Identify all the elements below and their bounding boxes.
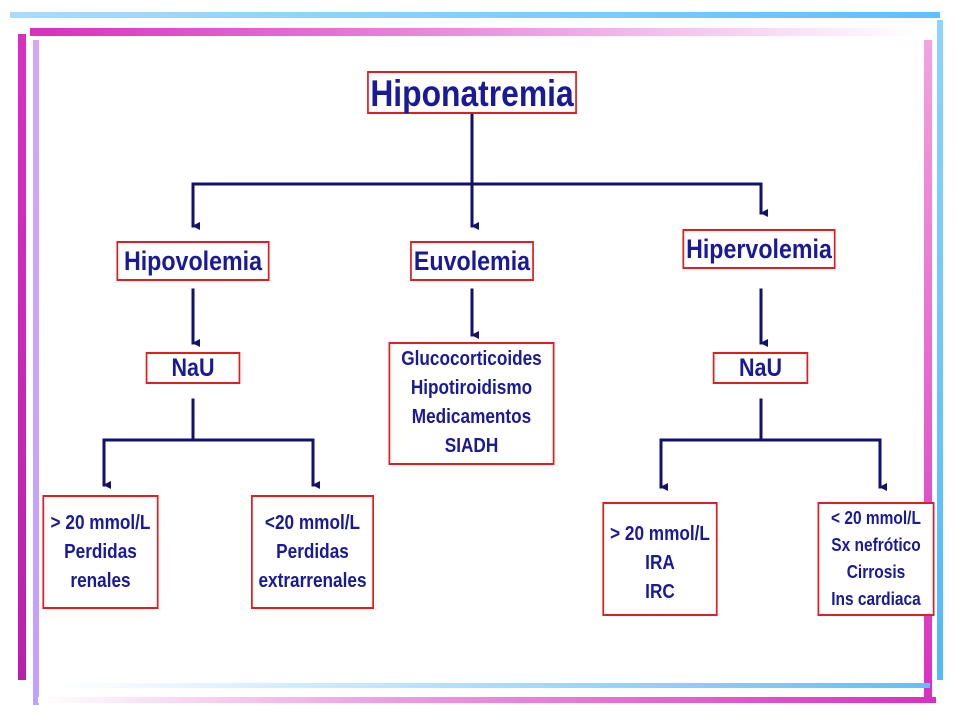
node-hipovolemia-high: > 20 mmol/L Perdidas renales <box>42 495 159 609</box>
cause-item: SIADH <box>444 435 499 457</box>
node-hipovolemia-nau: NaU <box>145 352 241 384</box>
node-hiponatremia-label: Hiponatremia <box>370 73 574 114</box>
frame-top-bar <box>30 28 918 36</box>
frame-top-bar-light <box>10 12 940 18</box>
frame-bottom-bar-light <box>60 683 930 688</box>
outcome-line: < 20 mmol/L <box>831 508 921 528</box>
node-hipovolemia-label: Hipovolemia <box>123 246 263 276</box>
outcome-line: IRC <box>645 581 675 603</box>
node-hipervolemia-high: > 20 mmol/L IRA IRC <box>602 502 718 616</box>
cause-item: Glucocorticoides <box>401 348 542 370</box>
frame-right-bar-light <box>937 20 943 680</box>
node-hipervolemia-nau: NaU <box>712 352 809 384</box>
outcome-line: Perdidas <box>64 541 137 563</box>
node-euvolemia: Euvolemia <box>410 241 534 281</box>
frame-right-bar <box>924 40 932 700</box>
node-euvolemia-causes: Glucocorticoides Hipotiroidismo Medicame… <box>388 342 555 465</box>
outcome-line: IRA <box>645 552 675 574</box>
node-hiponatremia: Hiponatremia <box>367 71 577 114</box>
outcome-line: > 20 mmol/L <box>610 523 710 545</box>
node-hipervolemia-nau-label: NaU <box>738 354 782 382</box>
node-hipovolemia: Hipovolemia <box>116 241 270 281</box>
node-hipovolemia-nau-label: NaU <box>171 354 215 382</box>
cause-item: Medicamentos <box>411 406 532 428</box>
cause-item: Hipotiroidismo <box>410 377 533 399</box>
node-hipervolemia-label: Hipervolemia <box>686 234 832 264</box>
outcome-line: Sx nefrótico <box>831 535 921 555</box>
outcome-line: Perdidas <box>276 541 349 563</box>
outcome-line: > 20 mmol/L <box>50 512 151 534</box>
outcome-line: Ins cardiaca <box>831 589 921 609</box>
node-euvolemia-label: Euvolemia <box>413 246 531 276</box>
node-hipovolemia-low: <20 mmol/L Perdidas extrarrenales <box>251 495 374 609</box>
node-hipervolemia-low: < 20 mmol/L Sx nefrótico Cirrosis Ins ca… <box>817 502 935 616</box>
frame-left-bar <box>18 34 26 680</box>
outcome-line: Cirrosis <box>846 562 906 582</box>
outcome-line: <20 mmol/L <box>264 512 361 534</box>
frame-bottom-bar <box>38 697 936 703</box>
node-hipervolemia: Hipervolemia <box>682 229 836 269</box>
frame-left-bar-light <box>33 40 39 705</box>
outcome-line: renales <box>70 570 131 592</box>
outcome-line: extrarrenales <box>258 570 367 592</box>
